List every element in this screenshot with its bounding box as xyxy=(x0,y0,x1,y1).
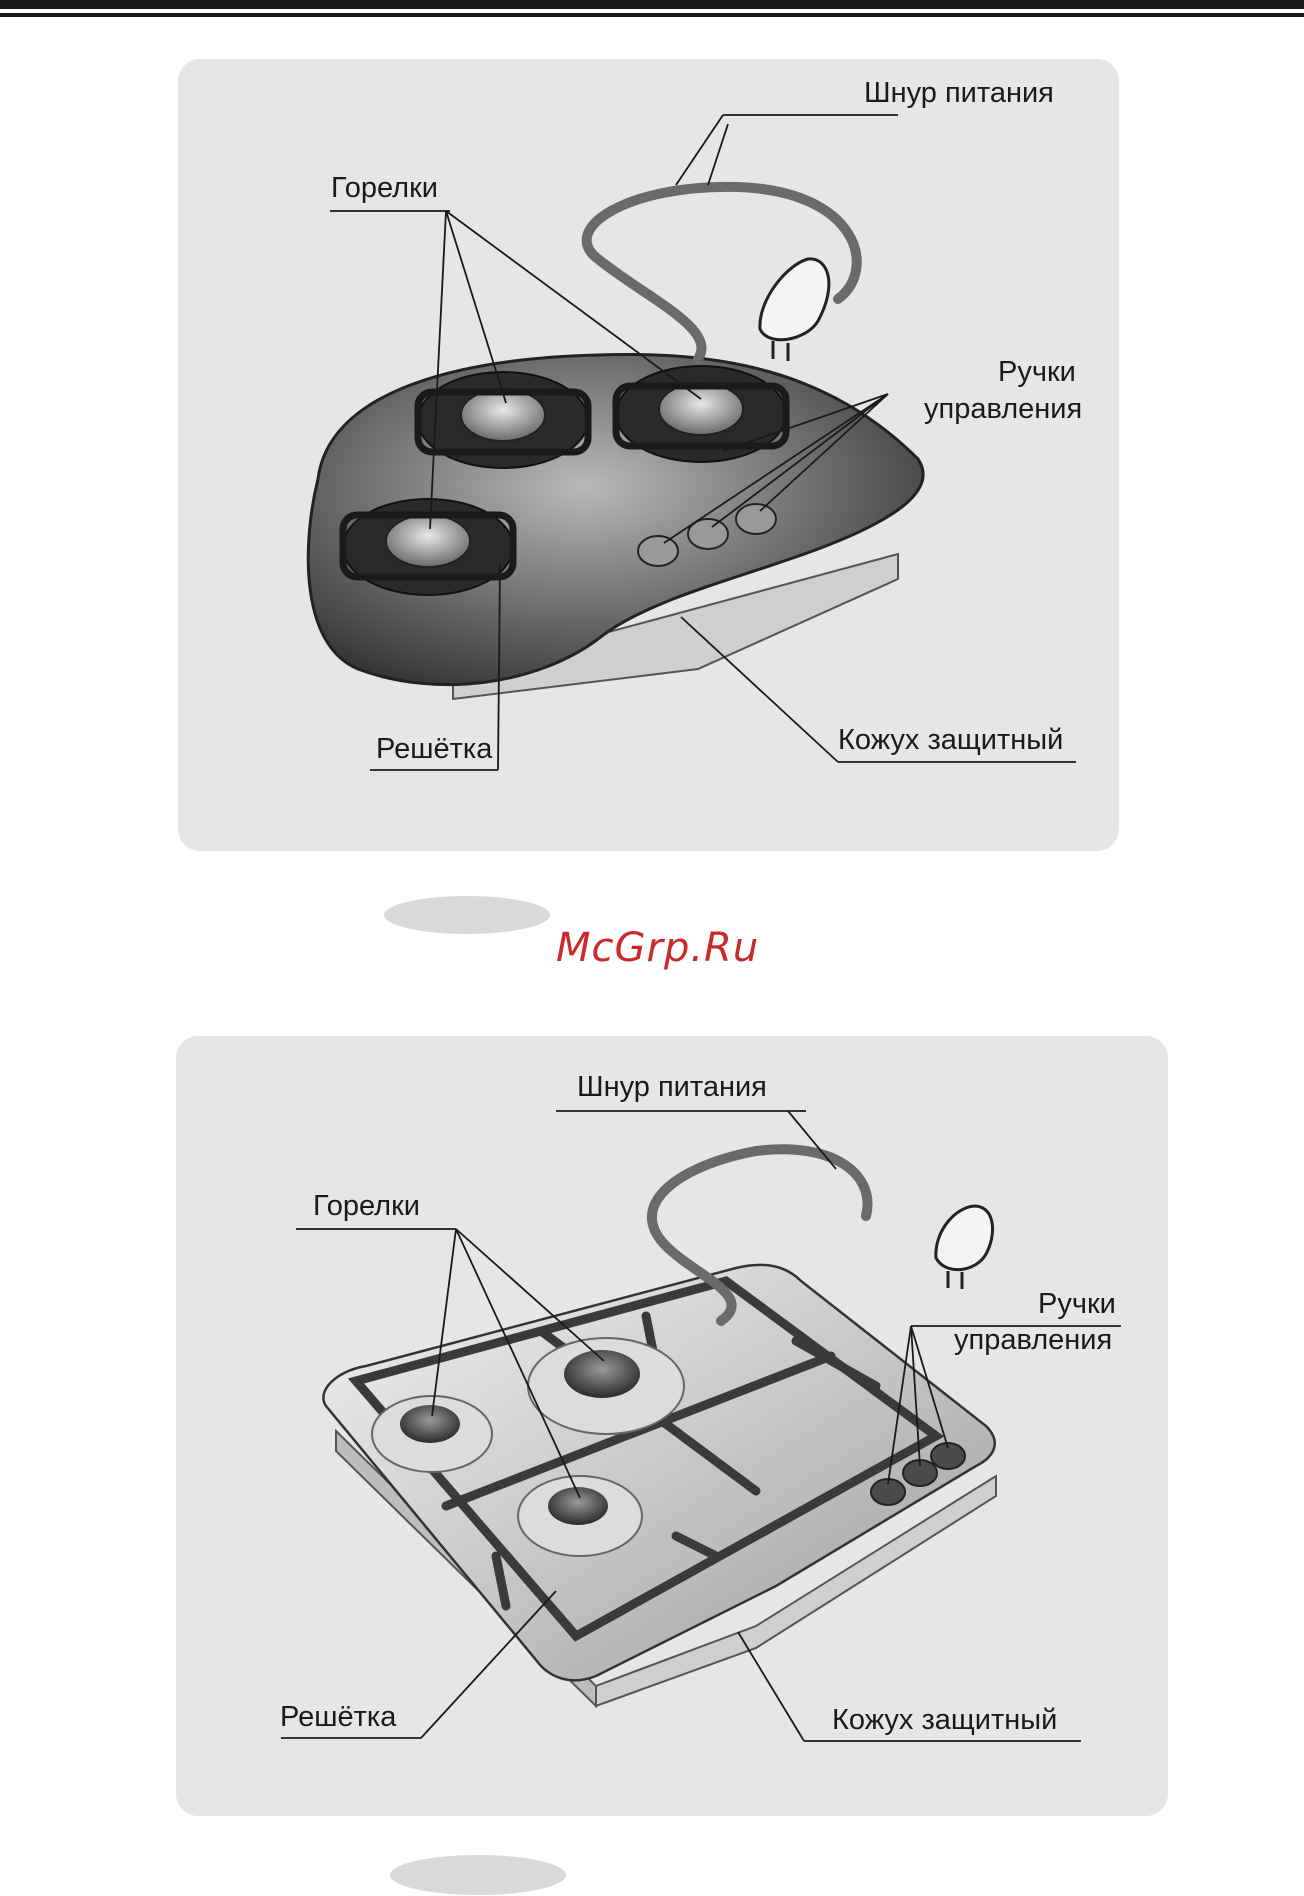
header-rule-thin xyxy=(0,13,1304,17)
label-burners-2: Горелки xyxy=(313,1189,420,1223)
burner-left xyxy=(372,1396,492,1472)
power-plug xyxy=(760,259,829,361)
figure-1-panel: Шнур питания Горелки Ручки управления Ре… xyxy=(178,59,1119,851)
burner-rear-right xyxy=(616,366,786,462)
label-power-cord-2: Шнур питания xyxy=(577,1070,767,1104)
burner-rear-left xyxy=(418,372,588,468)
power-plug-2 xyxy=(936,1206,993,1289)
header-rule-thick xyxy=(0,0,1304,9)
watermark: McGrp.Ru xyxy=(556,925,759,971)
figure-2-panel: Шнур питания Горелки Ручки управления Ре… xyxy=(176,1036,1168,1816)
decorative-ellipse-2 xyxy=(390,1855,566,1895)
figure-2-illustration xyxy=(176,1036,1168,1816)
label-grate-2: Решётка xyxy=(280,1700,396,1734)
label-grate: Решётка xyxy=(376,732,492,766)
burner-front-left xyxy=(343,499,513,595)
burner-front xyxy=(518,1476,642,1556)
decorative-ellipse-1 xyxy=(384,896,550,934)
burner-back xyxy=(528,1338,684,1434)
label-control-knobs-line2: управления xyxy=(924,392,1082,426)
label-protective-casing: Кожух защитный xyxy=(838,723,1063,757)
label-control-knobs-line1: Ручки xyxy=(998,355,1076,389)
label-power-cord: Шнур питания xyxy=(864,76,1054,110)
label-protective-casing-2: Кожух защитный xyxy=(832,1703,1057,1737)
label-control-knobs-line1-2: Ручки xyxy=(1038,1287,1116,1321)
label-control-knobs-line2-2: управления xyxy=(954,1323,1112,1357)
label-burners: Горелки xyxy=(331,171,438,205)
